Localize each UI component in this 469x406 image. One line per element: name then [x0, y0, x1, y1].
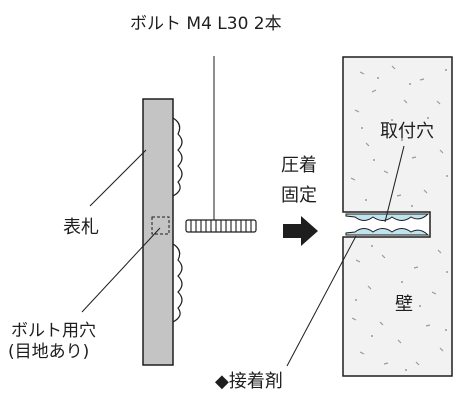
adhesive-in-hole-lower [345, 228, 430, 236]
leader-lines [81, 56, 405, 367]
wall-texture [350, 65, 444, 366]
mounting-hole-label: 取付穴 [380, 121, 434, 142]
press-label-line2: 固定 [281, 185, 317, 206]
wall-label: 壁 [395, 294, 413, 315]
leader-bolt-hole [81, 227, 161, 313]
bolt-hole-label: ボルト用穴 [11, 321, 96, 341]
bolt [185, 219, 257, 233]
leader-mount-hole [384, 145, 405, 223]
leader-plate [89, 149, 147, 207]
wall-body [342, 56, 453, 377]
wall-texture-dots [355, 69, 448, 371]
wall [342, 56, 453, 377]
name-plate-label: 表札 [63, 217, 99, 238]
leader-adhesive [286, 235, 357, 367]
bolt-spec-label: ボルト M4 L30 2本 [130, 14, 282, 34]
bolt-hole-note: (目地あり) [8, 342, 90, 362]
bolt-hole [151, 216, 170, 235]
adhesive-label: ◆接着剤 [215, 371, 283, 392]
adhesive-blobs-upper [172, 117, 183, 197]
name-plate [142, 98, 174, 366]
adhesive-blobs-lower [172, 243, 183, 323]
right-arrow-icon [283, 216, 318, 246]
press-label-line1: 圧着 [281, 155, 317, 176]
adhesive-in-hole [345, 213, 430, 221]
